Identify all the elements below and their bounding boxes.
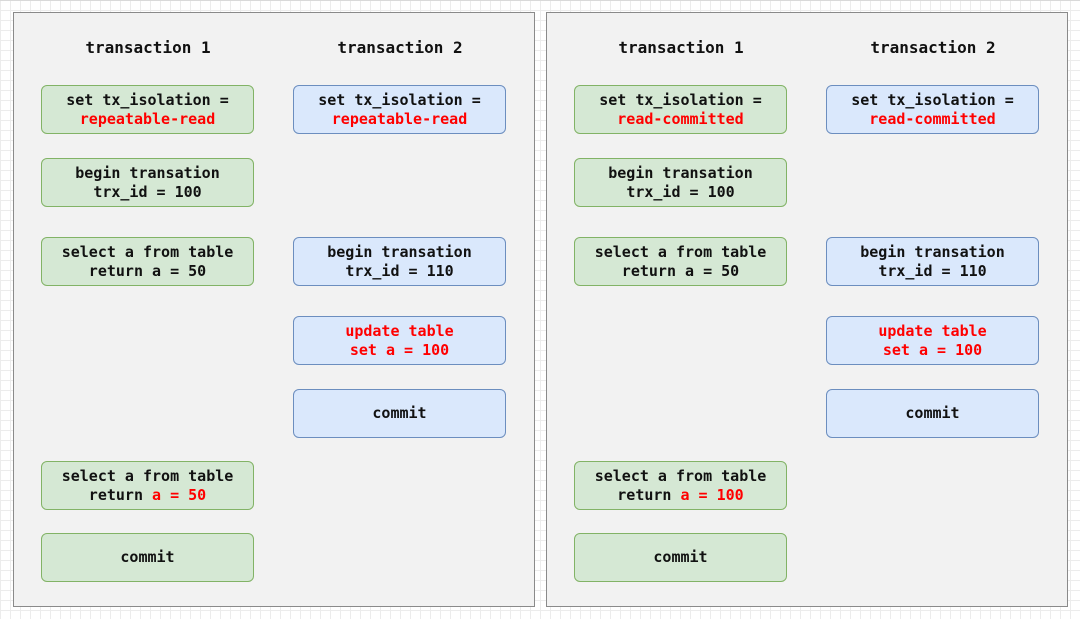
repeatable-read-panel: transaction 1 transaction 2 set tx_isola… bbox=[13, 12, 535, 607]
trx-id-label: trx_id = 110 bbox=[878, 261, 987, 280]
commit-label: commit bbox=[120, 548, 175, 566]
t2-update-box[interactable]: update table set a = 100 bbox=[826, 316, 1039, 365]
trx-id-label: trx_id = 100 bbox=[93, 182, 202, 201]
begin-label: begin transation bbox=[75, 163, 220, 182]
return-value: a = 100 bbox=[680, 485, 744, 504]
set-value-label: set a = 100 bbox=[349, 340, 450, 359]
trx-id-label: trx_id = 100 bbox=[626, 182, 735, 201]
t1-first-select-box[interactable]: select a from table return a = 50 bbox=[574, 237, 787, 286]
update-label: update table bbox=[345, 321, 454, 340]
select-label: select a from table bbox=[61, 242, 234, 261]
transaction-1-header: transaction 1 bbox=[85, 38, 211, 57]
t1-commit-box[interactable]: commit bbox=[41, 533, 254, 582]
return-label: return a = 50 bbox=[88, 261, 207, 280]
t1-set-isolation-box[interactable]: set tx_isolation = read-committed bbox=[574, 85, 787, 134]
isolation-label: set tx_isolation = bbox=[318, 90, 481, 109]
isolation-value: read-committed bbox=[869, 109, 996, 128]
return-line: return a = 50 bbox=[89, 486, 206, 505]
read-committed-panel: transaction 1 transaction 2 set tx_isola… bbox=[546, 12, 1068, 607]
t1-second-select-box[interactable]: select a from table return a = 50 bbox=[41, 461, 254, 510]
t1-set-isolation-box[interactable]: set tx_isolation = repeatable-read bbox=[41, 85, 254, 134]
t2-set-isolation-box[interactable]: set tx_isolation = read-committed bbox=[826, 85, 1039, 134]
t1-begin-transaction-box[interactable]: begin transation trx_id = 100 bbox=[41, 158, 254, 207]
return-value: a = 50 bbox=[152, 485, 207, 504]
transaction-1-header: transaction 1 bbox=[618, 38, 744, 57]
isolation-label: set tx_isolation = bbox=[851, 90, 1014, 109]
trx-id-label: trx_id = 110 bbox=[345, 261, 454, 280]
commit-label: commit bbox=[372, 404, 427, 422]
t2-set-isolation-box[interactable]: set tx_isolation = repeatable-read bbox=[293, 85, 506, 134]
t2-update-box[interactable]: update table set a = 100 bbox=[293, 316, 506, 365]
isolation-value: repeatable-read bbox=[331, 109, 468, 128]
t1-begin-transaction-box[interactable]: begin transation trx_id = 100 bbox=[574, 158, 787, 207]
begin-label: begin transation bbox=[608, 163, 753, 182]
begin-label: begin transation bbox=[860, 242, 1005, 261]
t1-first-select-box[interactable]: select a from table return a = 50 bbox=[41, 237, 254, 286]
transaction-2-header: transaction 2 bbox=[337, 38, 463, 57]
return-prefix: return bbox=[617, 485, 681, 504]
begin-label: begin transation bbox=[327, 242, 472, 261]
isolation-label: set tx_isolation = bbox=[599, 90, 762, 109]
select-label: select a from table bbox=[61, 466, 234, 485]
select-label: select a from table bbox=[594, 242, 767, 261]
isolation-value: repeatable-read bbox=[79, 109, 216, 128]
set-value-label: set a = 100 bbox=[882, 340, 983, 359]
t2-begin-transaction-box[interactable]: begin transation trx_id = 110 bbox=[293, 237, 506, 286]
return-label: return a = 50 bbox=[621, 261, 740, 280]
commit-label: commit bbox=[905, 404, 960, 422]
canvas-top-edge bbox=[0, 0, 1080, 1]
isolation-value: read-committed bbox=[617, 109, 744, 128]
transaction-2-header: transaction 2 bbox=[870, 38, 996, 57]
select-label: select a from table bbox=[594, 466, 767, 485]
t1-second-select-box[interactable]: select a from table return a = 100 bbox=[574, 461, 787, 510]
return-prefix: return bbox=[88, 485, 153, 504]
t2-commit-box[interactable]: commit bbox=[826, 389, 1039, 438]
commit-label: commit bbox=[653, 548, 708, 566]
isolation-label: set tx_isolation = bbox=[66, 90, 229, 109]
t1-commit-box[interactable]: commit bbox=[574, 533, 787, 582]
t2-begin-transaction-box[interactable]: begin transation trx_id = 110 bbox=[826, 237, 1039, 286]
return-line: return a = 100 bbox=[617, 486, 743, 505]
update-label: update table bbox=[878, 321, 987, 340]
t2-commit-box[interactable]: commit bbox=[293, 389, 506, 438]
